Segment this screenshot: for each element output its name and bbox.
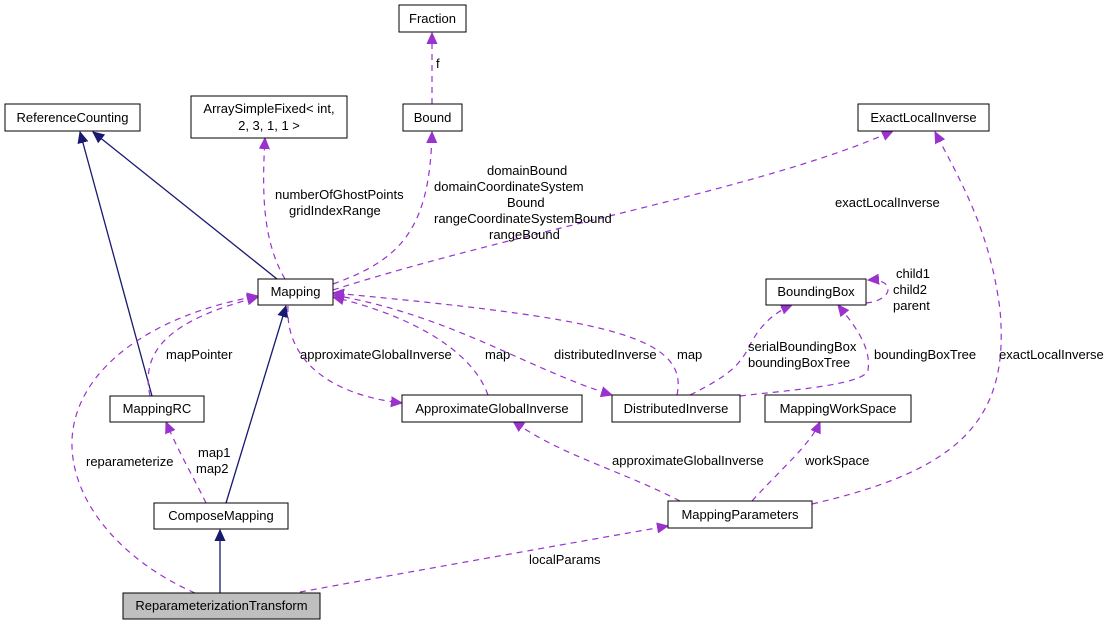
node-compose-mapping[interactable]: ComposeMapping (153, 502, 289, 530)
node-approximate-global-inverse-label: ApproximateGlobalInverse (415, 401, 568, 416)
label-map2: map2 (196, 461, 229, 476)
label-distributed-inverse: distributedInverse (554, 347, 657, 362)
label-exact-local-inverse-right: exactLocalInverse (999, 347, 1104, 362)
node-mapping-work-space[interactable]: MappingWorkSpace (764, 394, 912, 423)
edge-mapping-referencecounting (93, 132, 278, 280)
edge-mapping-exactlocalinverse (332, 131, 893, 291)
node-array-simple-fixed[interactable]: ArraySimpleFixed< int, 2, 3, 1, 1 > (190, 95, 348, 139)
edge-composemapping-mapping (225, 306, 286, 504)
label-serial-bounding-box: serialBoundingBox (748, 339, 857, 354)
node-mapping-parameters[interactable]: MappingParameters (667, 500, 813, 529)
node-compose-mapping-label: ComposeMapping (168, 508, 274, 523)
label-range-coordinate-system-bound: rangeCoordinateSystemBound (434, 211, 612, 226)
edge-distributedinverse-boundingbox-serial (689, 305, 792, 396)
label-bounding-box-tree-right: boundingBoxTree (874, 347, 976, 362)
node-mapping-label: Mapping (271, 284, 321, 299)
label-work-space: workSpace (804, 453, 869, 468)
edge-reparameterizationtransform-mappingparameters (299, 526, 668, 593)
label-bounding-box-tree-left: boundingBoxTree (748, 355, 850, 370)
label-domain-bound: domainBound (487, 163, 567, 178)
label-child1: child1 (896, 266, 930, 281)
node-fraction-label: Fraction (409, 11, 456, 26)
edge-mapping-bound (332, 132, 432, 285)
label-number-of-ghost-points: numberOfGhostPoints (275, 187, 404, 202)
node-bounding-box[interactable]: BoundingBox (765, 278, 867, 306)
node-approximate-global-inverse[interactable]: ApproximateGlobalInverse (401, 394, 583, 423)
label-exact-local-inverse-top: exactLocalInverse (835, 195, 940, 210)
node-exact-local-inverse-label: ExactLocalInverse (870, 110, 976, 125)
label-map-agi: map (485, 347, 510, 362)
node-bound[interactable]: Bound (402, 103, 463, 132)
edge-mappingrc-referencecounting (80, 132, 153, 397)
edge-mappingrc-mapping (147, 297, 258, 397)
node-reference-counting-label: ReferenceCounting (16, 110, 128, 125)
edge-distributedinverse-mapping (333, 293, 679, 396)
label-map-di: map (677, 347, 702, 362)
class-nodes: Fraction ReferenceCounting ArraySimpleFi… (4, 4, 990, 620)
label-bound: Bound (507, 195, 545, 210)
label-parent: parent (893, 298, 930, 313)
edge-approximateglobalinverse-mapping (333, 297, 489, 396)
usage-edges (71, 33, 1002, 594)
node-reparameterization-transform[interactable]: ReparameterizationTransform (122, 592, 321, 620)
node-distributed-inverse[interactable]: DistributedInverse (611, 394, 741, 423)
node-exact-local-inverse[interactable]: ExactLocalInverse (857, 103, 990, 132)
edge-mapping-distributedinverse (332, 294, 612, 395)
label-domain-coordinate-system: domainCoordinateSystem (434, 179, 584, 194)
node-mapping[interactable]: Mapping (257, 278, 334, 306)
node-distributed-inverse-label: DistributedInverse (624, 401, 729, 416)
label-approximate-global-inverse-mapping: approximateGlobalInverse (300, 347, 452, 362)
edge-mappingparameters-exactlocalinverse (811, 132, 1002, 505)
label-child2: child2 (893, 282, 927, 297)
node-reference-counting[interactable]: ReferenceCounting (4, 103, 141, 132)
edge-mapping-arraysimplefixed (264, 138, 286, 280)
node-bounding-box-label: BoundingBox (777, 284, 855, 299)
node-mapping-rc-label: MappingRC (123, 401, 192, 416)
label-approximate-global-inverse-params: approximateGlobalInverse (612, 453, 764, 468)
label-reparameterize: reparameterize (86, 454, 173, 469)
edge-composemapping-mappingrc (166, 422, 207, 504)
node-mapping-work-space-label: MappingWorkSpace (780, 401, 897, 416)
edge-mappingparameters-approximateglobalinverse (513, 421, 681, 502)
label-grid-index-range: gridIndexRange (289, 203, 381, 218)
label-map-pointer: mapPointer (166, 347, 233, 362)
node-mapping-rc[interactable]: MappingRC (109, 395, 205, 423)
node-mapping-parameters-label: MappingParameters (681, 507, 799, 522)
inheritance-edges (80, 132, 286, 593)
label-local-params: localParams (529, 552, 601, 567)
label-map1: map1 (198, 445, 231, 460)
edge-mappingparameters-mappingworkspace (751, 422, 820, 502)
edge-labels: f numberOfGhostPoints gridIndexRange dom… (86, 56, 1104, 567)
node-bound-label: Bound (414, 110, 452, 125)
node-array-simple-fixed-line1: ArraySimpleFixed< int, (203, 101, 334, 116)
label-f: f (436, 56, 440, 71)
node-array-simple-fixed-line2: 2, 3, 1, 1 > (238, 118, 300, 133)
node-reparameterization-transform-label: ReparameterizationTransform (135, 598, 307, 613)
node-fraction[interactable]: Fraction (398, 4, 467, 33)
label-range-bound: rangeBound (489, 227, 560, 242)
edge-reparameterizationtransform-mapping (71, 296, 258, 594)
edge-boundingbox-self (865, 280, 889, 304)
